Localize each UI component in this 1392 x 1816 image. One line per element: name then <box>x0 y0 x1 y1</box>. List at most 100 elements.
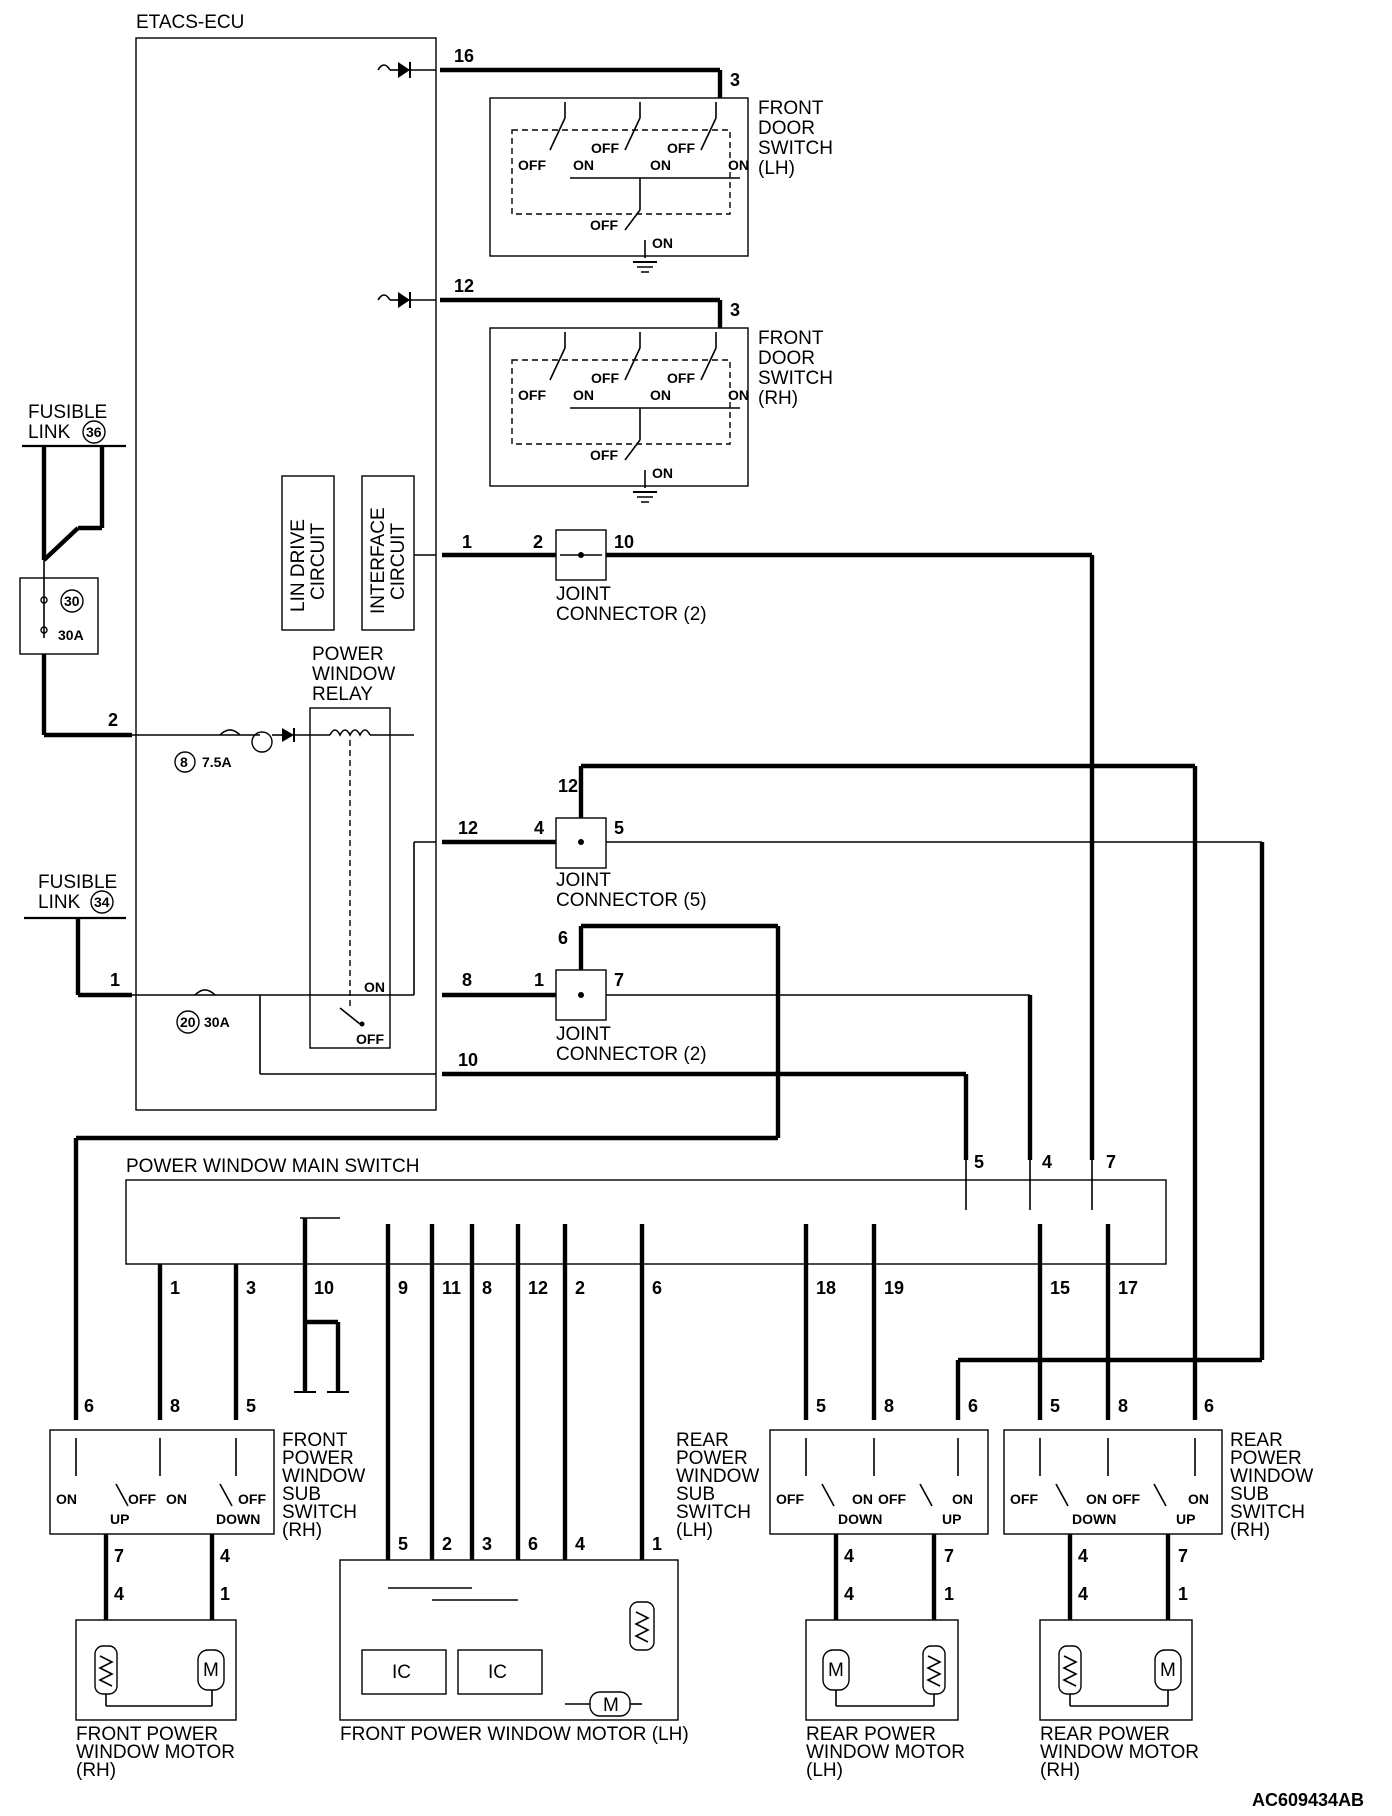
svg-text:9: 9 <box>398 1278 408 1298</box>
svg-text:CONNECTOR (5): CONNECTOR (5) <box>556 890 707 911</box>
svg-text:ON: ON <box>728 387 749 403</box>
svg-text:36: 36 <box>86 424 102 440</box>
svg-text:ON: ON <box>852 1491 873 1507</box>
svg-text:OFF: OFF <box>128 1491 156 1507</box>
sensor-icon <box>1058 1645 1082 1695</box>
svg-text:8: 8 <box>170 1396 180 1416</box>
svg-text:ON: ON <box>728 157 749 173</box>
svg-text:CONNECTOR (2): CONNECTOR (2) <box>556 1044 707 1065</box>
svg-text:1: 1 <box>170 1278 180 1298</box>
svg-text:12: 12 <box>458 818 478 838</box>
svg-text:12: 12 <box>558 776 578 796</box>
svg-text:SWITCH: SWITCH <box>282 1502 357 1523</box>
svg-text:REAR POWER: REAR POWER <box>1040 1724 1170 1745</box>
svg-text:6: 6 <box>84 1396 94 1416</box>
svg-text:UP: UP <box>942 1511 961 1527</box>
svg-text:M: M <box>828 1660 844 1681</box>
svg-text:IC: IC <box>488 1662 507 1683</box>
door-switch-box-lh <box>489 97 749 257</box>
svg-text:WINDOW: WINDOW <box>282 1466 365 1487</box>
svg-text:SWITCH: SWITCH <box>758 138 833 159</box>
svg-text:7: 7 <box>614 970 624 990</box>
svg-text:RELAY: RELAY <box>312 684 373 705</box>
svg-text:8: 8 <box>1118 1396 1128 1416</box>
svg-text:ON: ON <box>952 1491 973 1507</box>
rear-sub-switch-lh: 5 8 6 OFF ON OFF ON DOWN UP REAR POWER W… <box>676 1396 989 1620</box>
power-window-main-switch: POWER WINDOW MAIN SWITCH 5 4 7 1 3 10 9 … <box>125 1152 1167 1560</box>
svg-text:ON: ON <box>652 235 673 251</box>
svg-text:7: 7 <box>1106 1152 1116 1172</box>
svg-text:ON: ON <box>1188 1491 1209 1507</box>
svg-text:ON: ON <box>364 979 385 995</box>
svg-text:1: 1 <box>944 1584 954 1604</box>
svg-text:5: 5 <box>398 1534 408 1554</box>
pin-12: 12 <box>454 276 474 296</box>
svg-text:(RH): (RH) <box>758 388 798 409</box>
svg-text:DOOR: DOOR <box>758 118 815 139</box>
svg-text:M: M <box>603 1695 619 1716</box>
sensor-icon <box>922 1645 946 1695</box>
joint-connector-5: 12 4 5 12 JOINT CONNECTOR (5) <box>414 763 1265 1420</box>
svg-text:7: 7 <box>944 1546 954 1566</box>
sensor-icon <box>629 1601 655 1651</box>
svg-text:4: 4 <box>1078 1584 1088 1604</box>
motor-rear-lh: 4 1 M REAR POWER WINDOW MOTOR (LH) <box>805 1584 965 1781</box>
svg-text:1: 1 <box>652 1534 662 1554</box>
svg-text:SWITCH: SWITCH <box>676 1502 751 1523</box>
svg-text:18: 18 <box>816 1278 836 1298</box>
sensor-icon <box>94 1645 118 1695</box>
svg-text:10: 10 <box>458 1050 478 1070</box>
pin-3: 3 <box>730 70 740 90</box>
svg-text:SWITCH: SWITCH <box>1230 1502 1305 1523</box>
svg-text:POWER: POWER <box>282 1448 354 1469</box>
svg-text:ON: ON <box>652 465 673 481</box>
power-window-relay: POWER WINDOW RELAY ON OFF 8 7.5A <box>132 644 414 1049</box>
svg-text:POWER: POWER <box>312 644 384 665</box>
svg-text:5: 5 <box>974 1152 984 1172</box>
svg-text:FRONT POWER: FRONT POWER <box>76 1724 218 1745</box>
svg-text:LINK: LINK <box>28 422 71 443</box>
svg-text:ON: ON <box>56 1491 77 1507</box>
svg-text:1: 1 <box>1178 1584 1188 1604</box>
svg-text:FRONT: FRONT <box>758 328 824 349</box>
svg-text:6: 6 <box>558 928 568 948</box>
svg-text:3: 3 <box>246 1278 256 1298</box>
svg-text:2: 2 <box>108 710 118 730</box>
svg-text:JOINT: JOINT <box>556 584 611 605</box>
svg-text:OFF: OFF <box>1112 1491 1140 1507</box>
svg-text:SWITCH: SWITCH <box>758 368 833 389</box>
svg-text:4: 4 <box>575 1534 585 1554</box>
interface-circuit: INTERFACE CIRCUIT <box>361 475 415 631</box>
svg-text:FRONT: FRONT <box>758 98 824 119</box>
svg-text:6: 6 <box>968 1396 978 1416</box>
svg-text:12: 12 <box>528 1278 548 1298</box>
svg-text:(RH): (RH) <box>282 1520 322 1541</box>
motor-front-lh: 5 2 3 6 4 1 IC IC M FRONT POWER WINDOW M… <box>339 1534 689 1745</box>
svg-text:OFF: OFF <box>518 157 546 173</box>
front-sub-switch-rh: 6 8 5 ON OFF ON OFF UP DOWN FRONT POWER … <box>49 1396 365 1620</box>
svg-text:ON: ON <box>650 387 671 403</box>
ic-right <box>457 1649 543 1695</box>
svg-text:(RH): (RH) <box>1230 1520 1270 1541</box>
svg-text:(RH): (RH) <box>76 1760 116 1781</box>
svg-text:LINK: LINK <box>38 892 81 913</box>
svg-text:INTERFACE: INTERFACE <box>368 507 389 614</box>
svg-text:4: 4 <box>1042 1152 1052 1172</box>
svg-text:DOWN: DOWN <box>838 1511 882 1527</box>
svg-text:1: 1 <box>462 532 472 552</box>
joint-connector-2-top: 1 2 10 JOINT CONNECTOR (2) <box>414 529 1095 1160</box>
svg-text:(LH): (LH) <box>676 1520 713 1541</box>
svg-text:FUSIBLE: FUSIBLE <box>38 872 117 893</box>
svg-text:3: 3 <box>730 300 740 320</box>
svg-text:FRONT POWER WINDOW MOTOR (LH): FRONT POWER WINDOW MOTOR (LH) <box>340 1724 689 1745</box>
svg-text:OFF: OFF <box>518 387 546 403</box>
svg-text:ON: ON <box>573 157 594 173</box>
svg-text:FUSIBLE: FUSIBLE <box>28 402 107 423</box>
svg-text:M: M <box>1160 1660 1176 1681</box>
svg-text:SUB: SUB <box>1230 1484 1269 1505</box>
svg-text:6: 6 <box>528 1534 538 1554</box>
door-switch-box-rh <box>489 327 749 487</box>
transistor-icon <box>251 731 273 753</box>
svg-text:WINDOW: WINDOW <box>676 1466 759 1487</box>
